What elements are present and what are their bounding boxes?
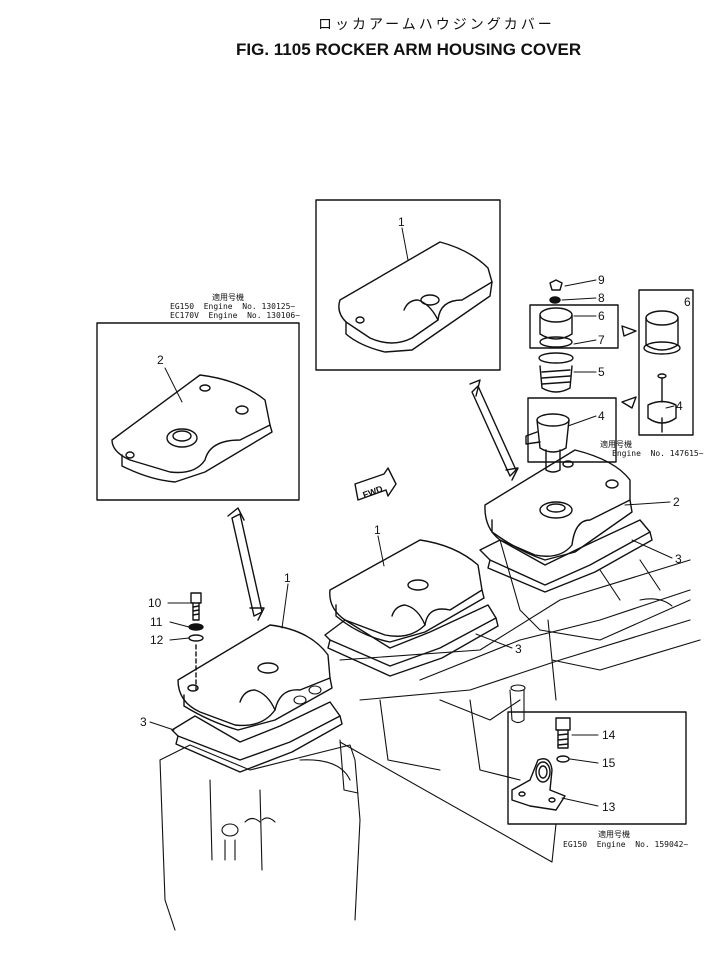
callout-3-rear: 3 (675, 552, 682, 566)
callout-6-stack: 6 (598, 309, 605, 323)
fwd-label: FWD (361, 484, 384, 501)
callout-6-inset: 6 (684, 295, 691, 309)
callout-4-inset: 4 (676, 399, 683, 413)
title-japanese: ロッカアームハウジングカバー (318, 17, 555, 33)
rocker-cover-rear (479, 449, 653, 593)
rocker-cover-inset-top (338, 241, 493, 353)
note-right-engine: Engine No. 147615~ (612, 449, 704, 458)
callout-2-left: 2 (157, 353, 164, 367)
inset-box-left (96, 322, 300, 501)
callout-2-rear: 2 (673, 495, 680, 509)
callout-14: 14 (602, 728, 616, 742)
callout-8: 8 (598, 291, 605, 305)
callout-1-front: 1 (284, 571, 291, 585)
callout-3-middle: 3 (515, 642, 522, 656)
note-bottom-eg150: EG150 Engine No. 159042~ (563, 840, 689, 849)
callout-1-top: 1 (398, 215, 405, 229)
rocker-cover-front (171, 624, 343, 773)
callout-1-middle: 1 (374, 523, 381, 537)
inset-box-top-center (315, 199, 501, 371)
callout-labels: 1 2 9 8 6 7 5 6 4 4 2 3 1 3 1 10 11 12 3… (140, 215, 691, 814)
fwd-arrow (354, 467, 397, 501)
callout-4-stack: 4 (598, 409, 605, 423)
bracket-assembly (511, 717, 571, 811)
bolt-set-front (188, 592, 204, 691)
assembly-arrow-left (227, 507, 265, 621)
callout-5: 5 (598, 365, 605, 379)
rocker-cover-middle (324, 539, 499, 677)
note-left-ec170v: EC170V Engine No. 130106~ (170, 311, 301, 320)
callout-13: 13 (602, 800, 616, 814)
engine-block (159, 539, 701, 931)
inset-box-bottom (507, 711, 687, 825)
breather-stack (525, 279, 574, 473)
note-applicable-bottom: 適用号機 (598, 830, 630, 839)
inset-right-parts (643, 310, 681, 433)
assembly-arrow-top (469, 379, 519, 481)
group-bracket-upper (529, 304, 619, 349)
callout-10: 10 (148, 596, 162, 610)
callout-3-front: 3 (140, 715, 147, 729)
note-applicable-left: 適用号機 (212, 293, 244, 302)
callout-11: 11 (150, 615, 163, 629)
callout-7: 7 (598, 333, 605, 347)
callout-15: 15 (602, 756, 616, 770)
inset-box-right (638, 289, 694, 436)
figure-title: FIG. 1105 ROCKER ARM HOUSING COVER (236, 40, 582, 59)
callout-12: 12 (150, 633, 164, 647)
arrow-to-inset-upper (621, 325, 637, 337)
leader-lines (149, 227, 675, 807)
note-left-eg150: EG150 Engine No. 130125~ (170, 302, 296, 311)
rocker-cover-inset-left (111, 374, 273, 483)
callout-9: 9 (598, 273, 605, 287)
arrow-to-inset-lower (621, 396, 637, 409)
